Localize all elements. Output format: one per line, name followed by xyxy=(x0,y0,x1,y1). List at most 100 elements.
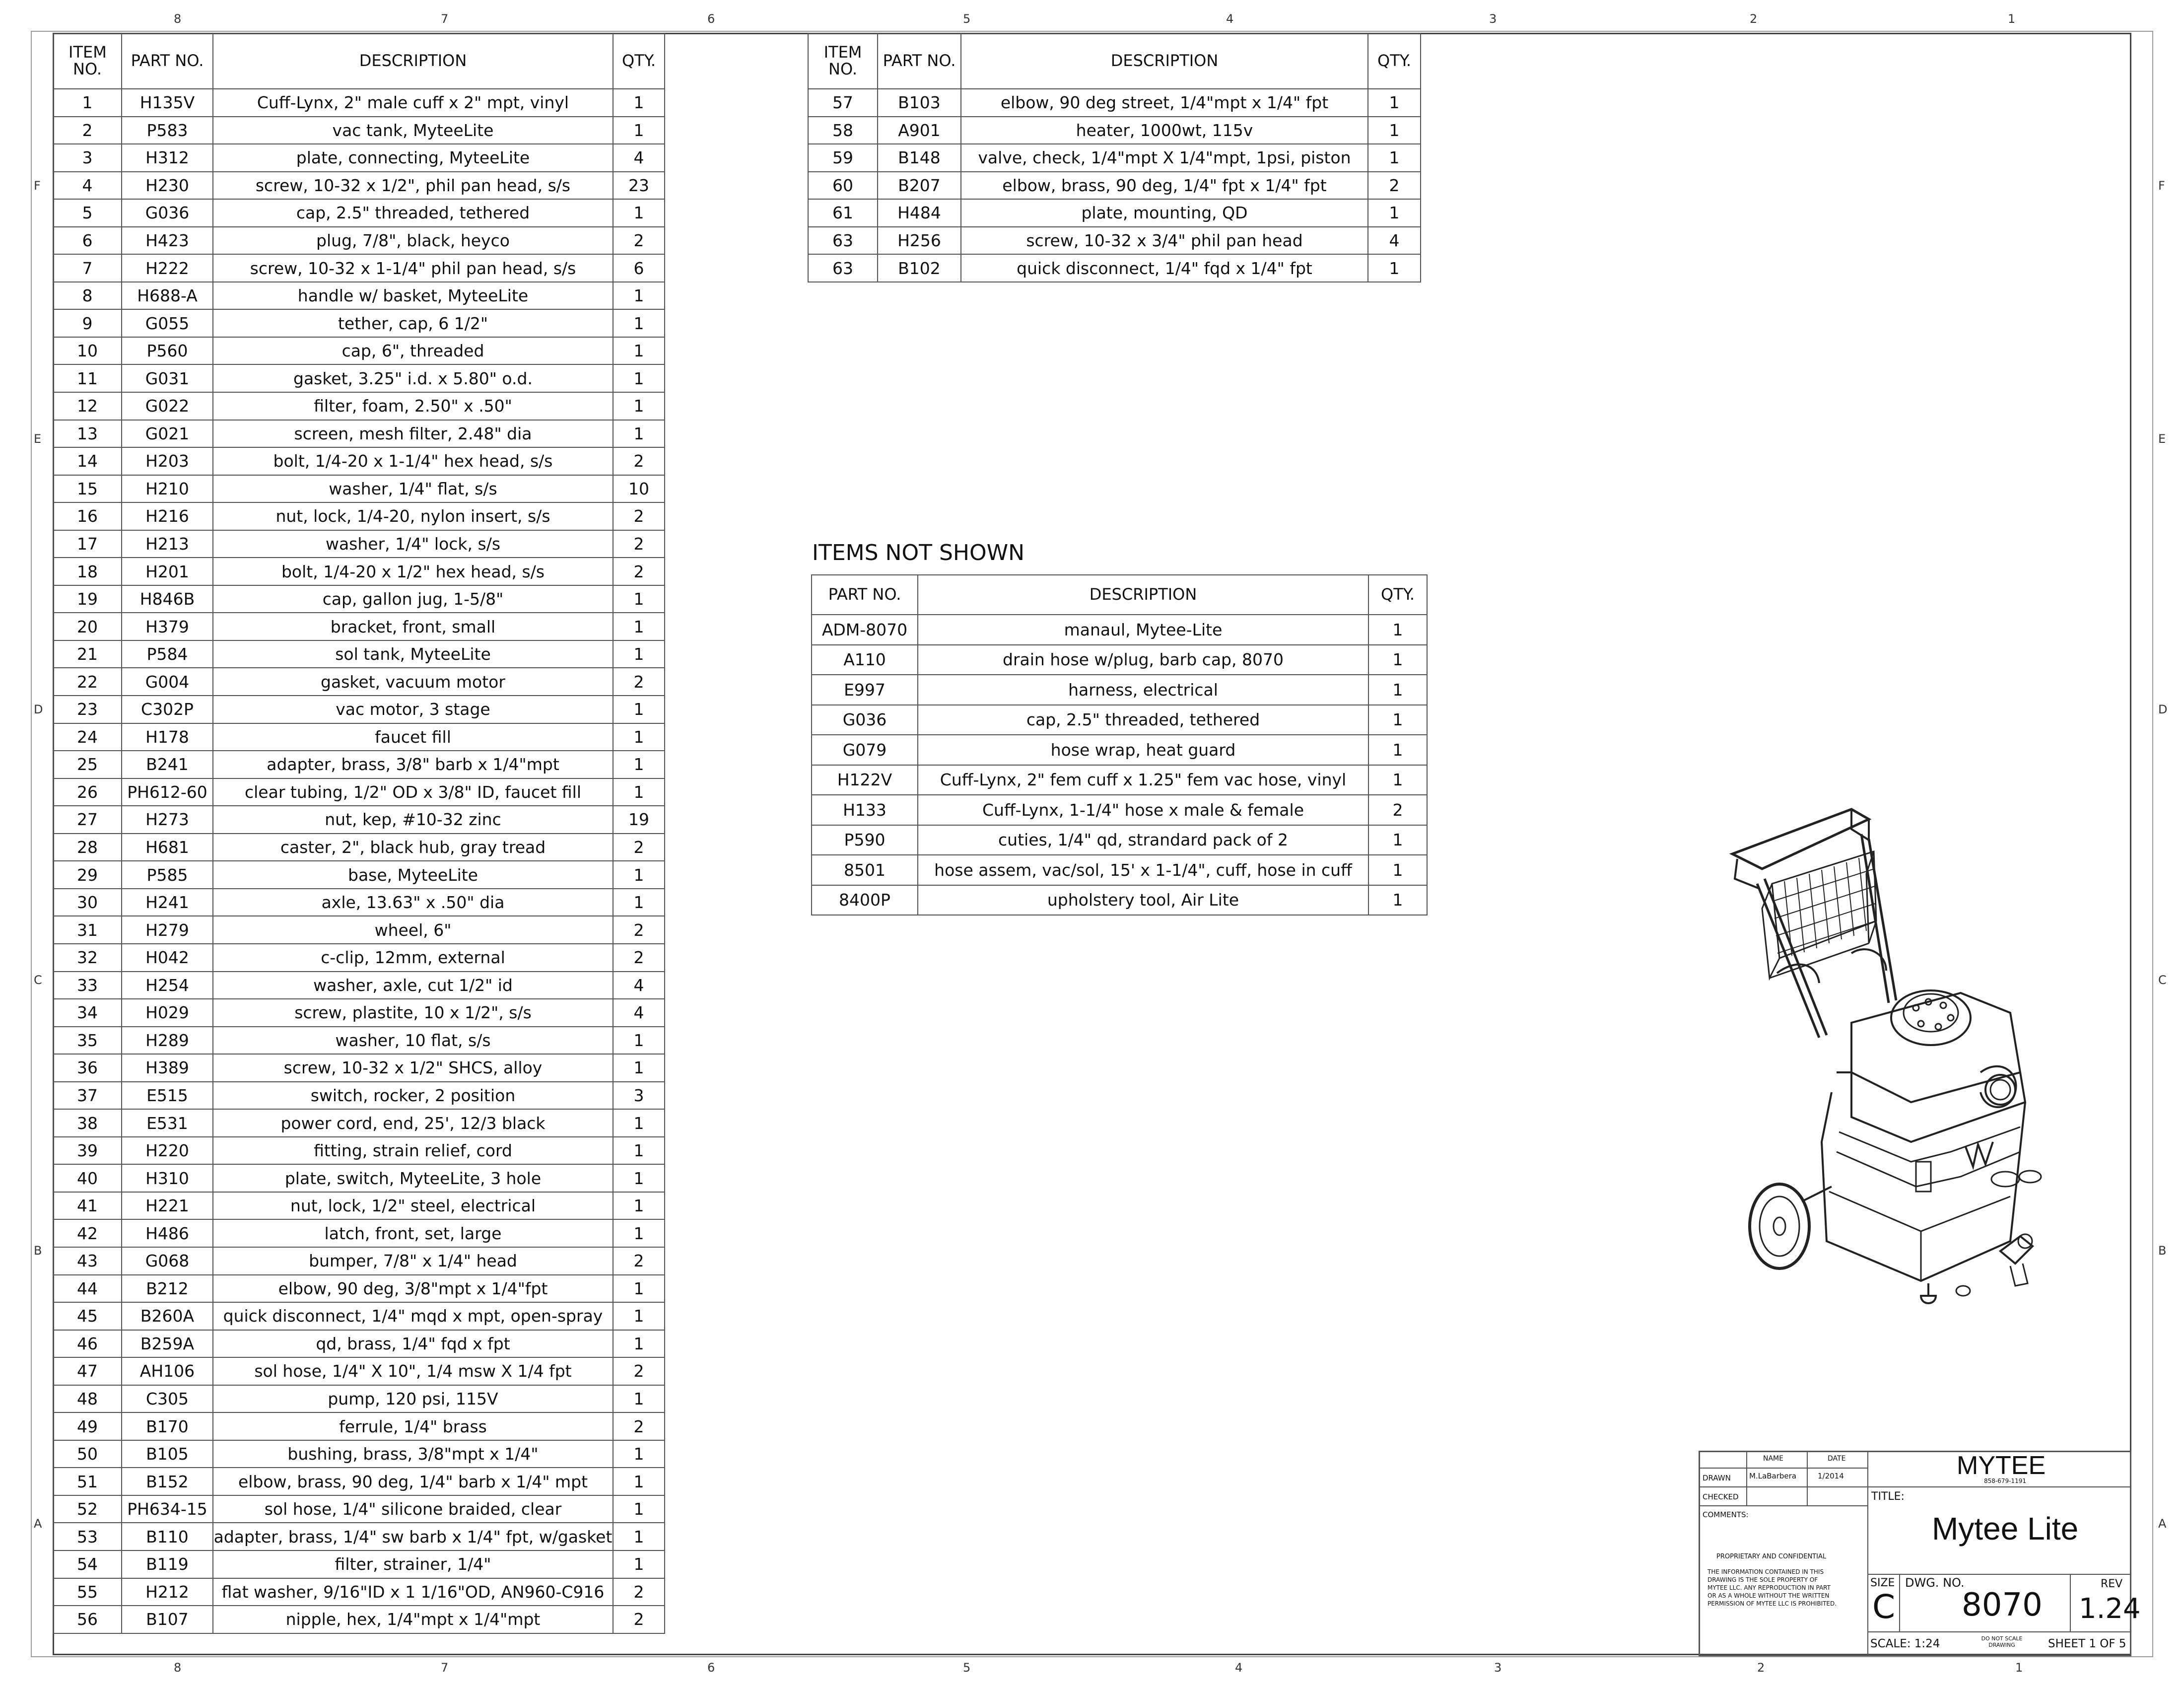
description-cell: screen, mesh filter, 2.48" dia xyxy=(212,419,614,448)
qty-cell: 1 xyxy=(613,639,665,669)
description-cell: washer, axle, cut 1/2" id xyxy=(212,971,614,1000)
part-no-cell: H213 xyxy=(121,529,213,559)
part-no-cell: B152 xyxy=(121,1467,213,1496)
qty-cell: 1 xyxy=(613,1522,665,1551)
part-no-cell: AH106 xyxy=(121,1357,213,1386)
description-cell: elbow, 90 deg, 3/8"mpt x 1/4"fpt xyxy=(212,1274,614,1303)
proprietary-title: PROPRIETARY AND CONFIDENTIAL xyxy=(1716,1553,1827,1560)
part-no-cell: B260A xyxy=(121,1302,213,1331)
checked-label: CHECKED xyxy=(1703,1492,1739,1501)
item-no-cell: 46 xyxy=(53,1329,122,1358)
description-cell: sol hose, 1/4" X 10", 1/4 msw X 1/4 fpt xyxy=(212,1357,614,1386)
qty-cell: 1 xyxy=(613,281,665,310)
description-cell: screw, 10-32 x 1-1/4" phil pan head, s/s xyxy=(212,254,614,282)
part-no-cell: G079 xyxy=(811,734,918,766)
zone-column-label: 4 xyxy=(1235,1661,1243,1675)
zone-row-label: A xyxy=(34,1517,42,1531)
part-no-cell: P560 xyxy=(121,336,213,365)
zone-column-label: 5 xyxy=(963,12,971,26)
part-no-cell: B207 xyxy=(877,171,961,200)
item-no-cell: 10 xyxy=(53,336,122,365)
part-no-cell: G055 xyxy=(121,309,213,338)
do-not-scale: DO NOT SCALE DRAWING xyxy=(1981,1635,2023,1648)
zone-row-label: D xyxy=(2158,703,2168,716)
zone-column-label: 7 xyxy=(441,1661,449,1675)
description-cell: bumper, 7/8" x 1/4" head xyxy=(212,1246,614,1275)
proprietary-line: THE INFORMATION CONTAINED IN THIS xyxy=(1707,1568,1824,1575)
part-no-cell: H042 xyxy=(121,943,213,972)
description-cell: switch, rocker, 2 position xyxy=(212,1081,614,1110)
qty-cell: 4 xyxy=(613,971,665,1000)
description-cell: cap, 2.5" threaded, tethered xyxy=(917,704,1369,735)
qty-cell: 1 xyxy=(613,612,665,641)
part-no-cell: PH634-15 xyxy=(121,1494,213,1524)
proprietary-line: DRAWING IS THE SOLE PROPERTY OF xyxy=(1707,1576,1818,1583)
zone-row-label: B xyxy=(34,1244,42,1258)
part-no-cell: H178 xyxy=(121,722,213,752)
part-no-cell: H203 xyxy=(121,447,213,476)
item-no-cell: 16 xyxy=(53,502,122,531)
drawn-name: M.LaBarbera xyxy=(1749,1472,1797,1480)
description-cell: washer, 1/4" flat, s/s xyxy=(212,474,614,503)
zone-column-label: 6 xyxy=(707,1661,715,1675)
part-no-cell: B241 xyxy=(121,750,213,779)
proprietary-line: MYTEE LLC. ANY REPRODUCTION IN PART xyxy=(1707,1584,1831,1591)
description-cell: heater, 1000wt, 115v xyxy=(960,116,1368,145)
qty-cell: 1 xyxy=(613,364,665,393)
item-no-cell: 13 xyxy=(53,419,122,448)
description-cell: vac motor, 3 stage xyxy=(212,695,614,724)
description-cell: bushing, brass, 3/8"mpt x 1/4" xyxy=(212,1439,614,1469)
part-no-cell: B212 xyxy=(121,1274,213,1303)
description-cell: c-clip, 12mm, external xyxy=(212,943,614,972)
machine-body xyxy=(1820,989,2042,1282)
zone-row-label: C xyxy=(2158,973,2167,987)
qty-cell: 1 xyxy=(613,1549,665,1579)
part-no-cell: G068 xyxy=(121,1246,213,1275)
part-no-cell: P590 xyxy=(811,824,918,855)
qty-cell: 1 xyxy=(613,1219,665,1248)
zone-column-label: 2 xyxy=(1750,12,1758,26)
zone-column-label: 2 xyxy=(1757,1661,1765,1675)
qty-cell: 4 xyxy=(1367,226,1421,255)
part-no-cell: B259A xyxy=(121,1329,213,1358)
item-no-cell: 6 xyxy=(53,226,122,255)
dwg-no-label: DWG. NO. xyxy=(1905,1576,1965,1590)
part-no-cell: B110 xyxy=(121,1522,213,1551)
item-no-cell: 48 xyxy=(53,1384,122,1413)
description-cell: nut, kep, #10-32 zinc xyxy=(212,805,614,834)
part-no-cell: H221 xyxy=(121,1191,213,1220)
date-header: DATE xyxy=(1828,1455,1846,1463)
qty-cell: 2 xyxy=(613,1605,665,1634)
part-no-cell: H212 xyxy=(121,1577,213,1607)
item-no-cell: 7 xyxy=(53,254,122,282)
qty-cell: 1 xyxy=(1368,854,1428,886)
description-cell: upholstery tool, Air Lite xyxy=(917,884,1369,915)
part-no-cell: H256 xyxy=(877,226,961,255)
description-cell: pump, 120 psi, 115V xyxy=(212,1384,614,1413)
description-cell: elbow, brass, 90 deg, 1/4" fpt x 1/4" fp… xyxy=(960,171,1368,200)
qty-cell: 1 xyxy=(1368,614,1428,645)
qty-cell: 19 xyxy=(613,805,665,834)
description-cell: ferrule, 1/4" brass xyxy=(212,1412,614,1441)
qty-cell: 1 xyxy=(613,1494,665,1524)
item-no-cell: 47 xyxy=(53,1357,122,1386)
item-no-cell: 40 xyxy=(53,1164,122,1193)
part-no-cell: H222 xyxy=(121,254,213,282)
